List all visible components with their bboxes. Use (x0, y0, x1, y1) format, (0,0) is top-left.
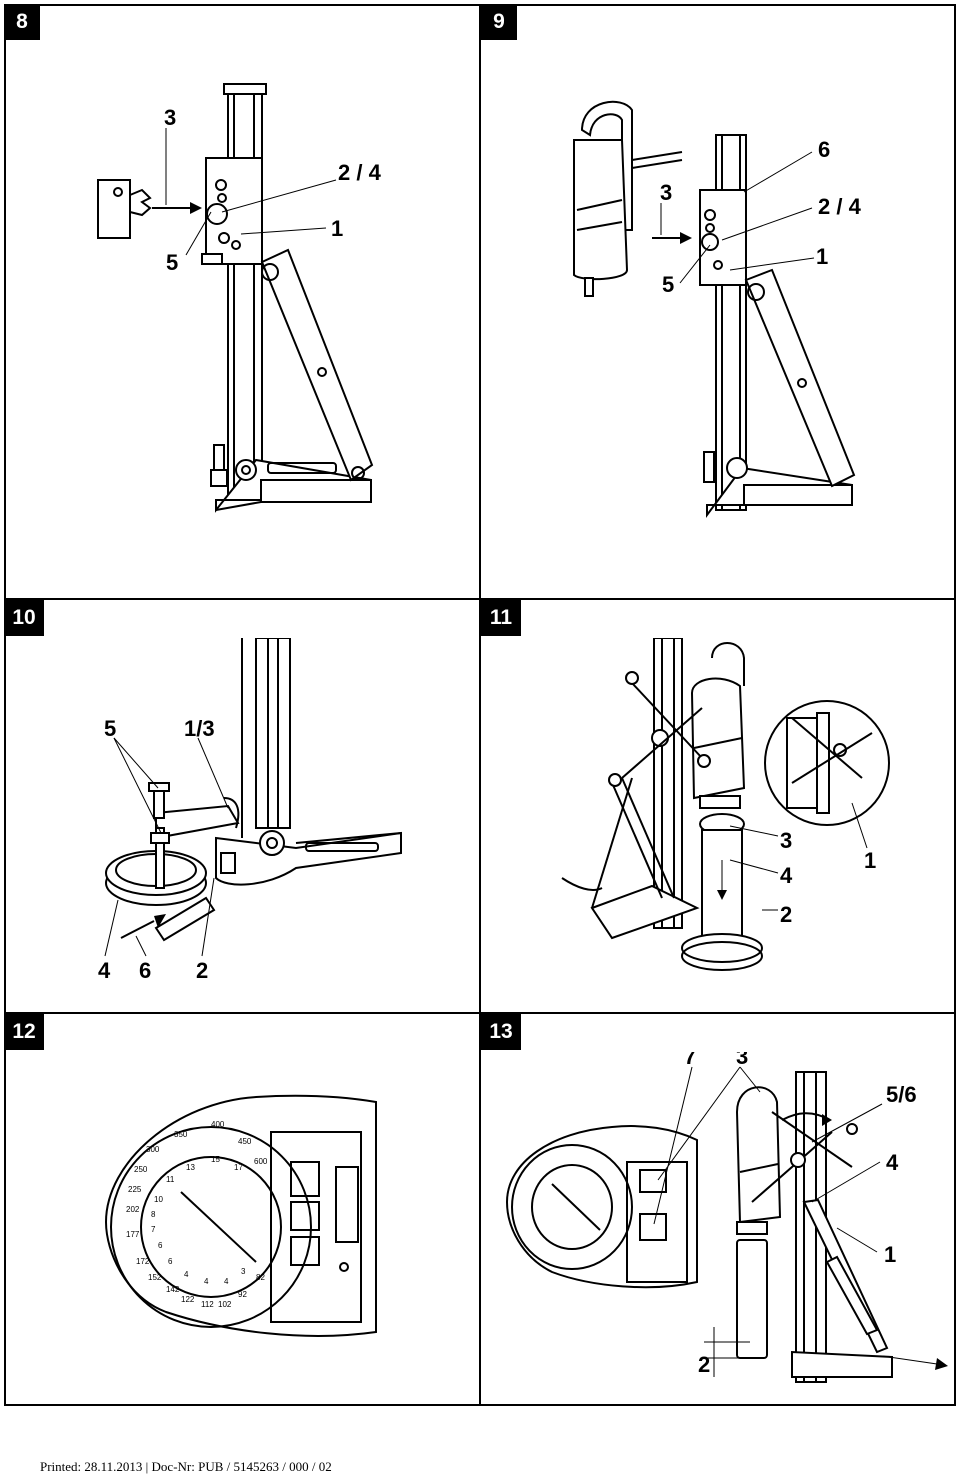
fig12-dial-inner-value: 13 (186, 1163, 195, 1172)
fig12-dial-value: 102 (218, 1300, 232, 1309)
fig13-callout-7: 7 (684, 1052, 696, 1069)
fig12-dial-value: 450 (238, 1137, 252, 1146)
figure-number-13: 13 (481, 1014, 521, 1050)
fig12-dial-inner-value: 15 (211, 1155, 220, 1164)
fig8-callout-2-4: 2 / 4 (338, 160, 382, 185)
fig10-callout-6: 6 (139, 958, 151, 983)
fig12-dial-value: 122 (181, 1295, 195, 1304)
fig12-dial-value: 112 (201, 1300, 214, 1309)
fig12-dial-outer-scale: 177 202 225 250 300 350 400 450 600 82 9… (126, 1120, 268, 1309)
figure-11-core-bit-mounting-illustration: 3 4 2 1 (561, 638, 890, 971)
fig12-dial-inner-value: 10 (154, 1195, 163, 1204)
fig11-callout-2: 2 (780, 902, 792, 927)
figure-9-drill-stand-with-motor-illustration: 6 3 2 / 4 1 5 (573, 100, 862, 519)
fig9-callout-5: 5 (662, 272, 674, 297)
figure-13-dial-and-depth-adjust-illustration: 7 3 5/6 4 1 2 (505, 1052, 948, 1383)
fig10-callout-2: 2 (196, 958, 208, 983)
fig12-dial-inner-value: 7 (151, 1225, 156, 1234)
fig12-dial-value: 152 (148, 1273, 162, 1282)
fig12-dial-value: 250 (134, 1165, 148, 1174)
fig8-callout-1: 1 (331, 216, 343, 241)
fig9-callout-3: 3 (660, 180, 672, 205)
fig9-callout-1: 1 (816, 244, 828, 269)
fig12-dial-inner-value: 11 (166, 1175, 175, 1184)
fig11-callout-3: 3 (780, 828, 792, 853)
fig12-dial-inner-value: 4 (184, 1270, 189, 1279)
fig8-callout-3: 3 (164, 105, 176, 130)
fig12-dial-inner-value: 4 (204, 1277, 209, 1286)
fig11-callout-1: 1 (864, 848, 876, 873)
figure-12-speed-selector-dial-illustration: 177 202 225 250 300 350 400 450 600 82 9… (104, 1094, 377, 1337)
fig12-dial-value: 82 (256, 1273, 265, 1282)
fig12-dial-value: 300 (146, 1145, 160, 1154)
fig9-callout-6: 6 (818, 137, 830, 162)
fig9-callout-2-4: 2 / 4 (818, 194, 862, 219)
fig10-callout-4: 4 (98, 958, 111, 983)
fig12-dial-inner-scale: 7 8 10 11 13 15 17 3 4 4 4 6 6 (151, 1155, 246, 1286)
figure-8-drill-stand-illustration: 3 2 / 4 1 5 (97, 83, 382, 513)
figure-number-12: 12 (4, 1014, 44, 1050)
figure-number-8: 8 (4, 4, 40, 40)
row-divider-2 (4, 1012, 956, 1014)
fig12-dial-value: 202 (126, 1205, 140, 1214)
print-footer: Printed: 28.11.2013 | Doc-Nr: PUB / 5145… (40, 1459, 332, 1474)
fig12-dial-value: 400 (211, 1120, 225, 1129)
fig12-dial-inner-value: 8 (151, 1210, 156, 1219)
fig8-callout-5: 5 (166, 250, 178, 275)
fig12-dial-value: 92 (238, 1290, 247, 1299)
fig13-callout-2: 2 (698, 1352, 710, 1377)
figure-10-anchor-base-illustration: 5 1/3 4 6 2 (98, 638, 402, 983)
column-divider (479, 4, 481, 1406)
fig13-callout-3: 3 (736, 1052, 748, 1069)
fig12-dial-value: 600 (254, 1157, 268, 1166)
fig13-callout-5-6: 5/6 (886, 1082, 917, 1107)
figure-number-11: 11 (481, 600, 521, 636)
fig12-dial-inner-value: 6 (158, 1241, 163, 1250)
fig13-callout-4: 4 (886, 1150, 899, 1175)
fig12-dial-inner-value: 17 (234, 1163, 243, 1172)
fig12-dial-value: 177 (126, 1230, 140, 1239)
fig12-dial-value: 225 (128, 1185, 142, 1194)
fig10-callout-5: 5 (104, 716, 116, 741)
fig12-dial-value: 172 (136, 1257, 150, 1266)
fig12-dial-inner-value: 4 (224, 1277, 229, 1286)
fig12-dial-value: 142 (166, 1285, 180, 1294)
fig12-dial-inner-value: 3 (241, 1267, 246, 1276)
fig12-dial-inner-value: 6 (168, 1257, 173, 1266)
fig13-callout-1: 1 (884, 1242, 896, 1267)
figure-number-10: 10 (4, 600, 44, 636)
row-divider-1 (4, 598, 956, 600)
figure-number-9: 9 (481, 4, 517, 40)
fig12-dial-value: 350 (174, 1130, 188, 1139)
fig10-callout-1-3: 1/3 (184, 716, 215, 741)
fig11-callout-4: 4 (780, 863, 793, 888)
